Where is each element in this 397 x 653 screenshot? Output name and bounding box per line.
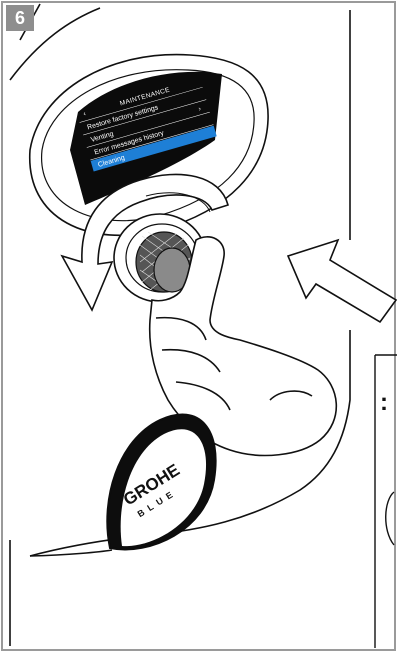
push-arrow-icon <box>288 240 396 322</box>
side-panel-marker: : <box>380 389 388 416</box>
step-number-badge: 6 <box>6 5 34 31</box>
brand-badge: GROHE BLUE <box>107 415 215 550</box>
